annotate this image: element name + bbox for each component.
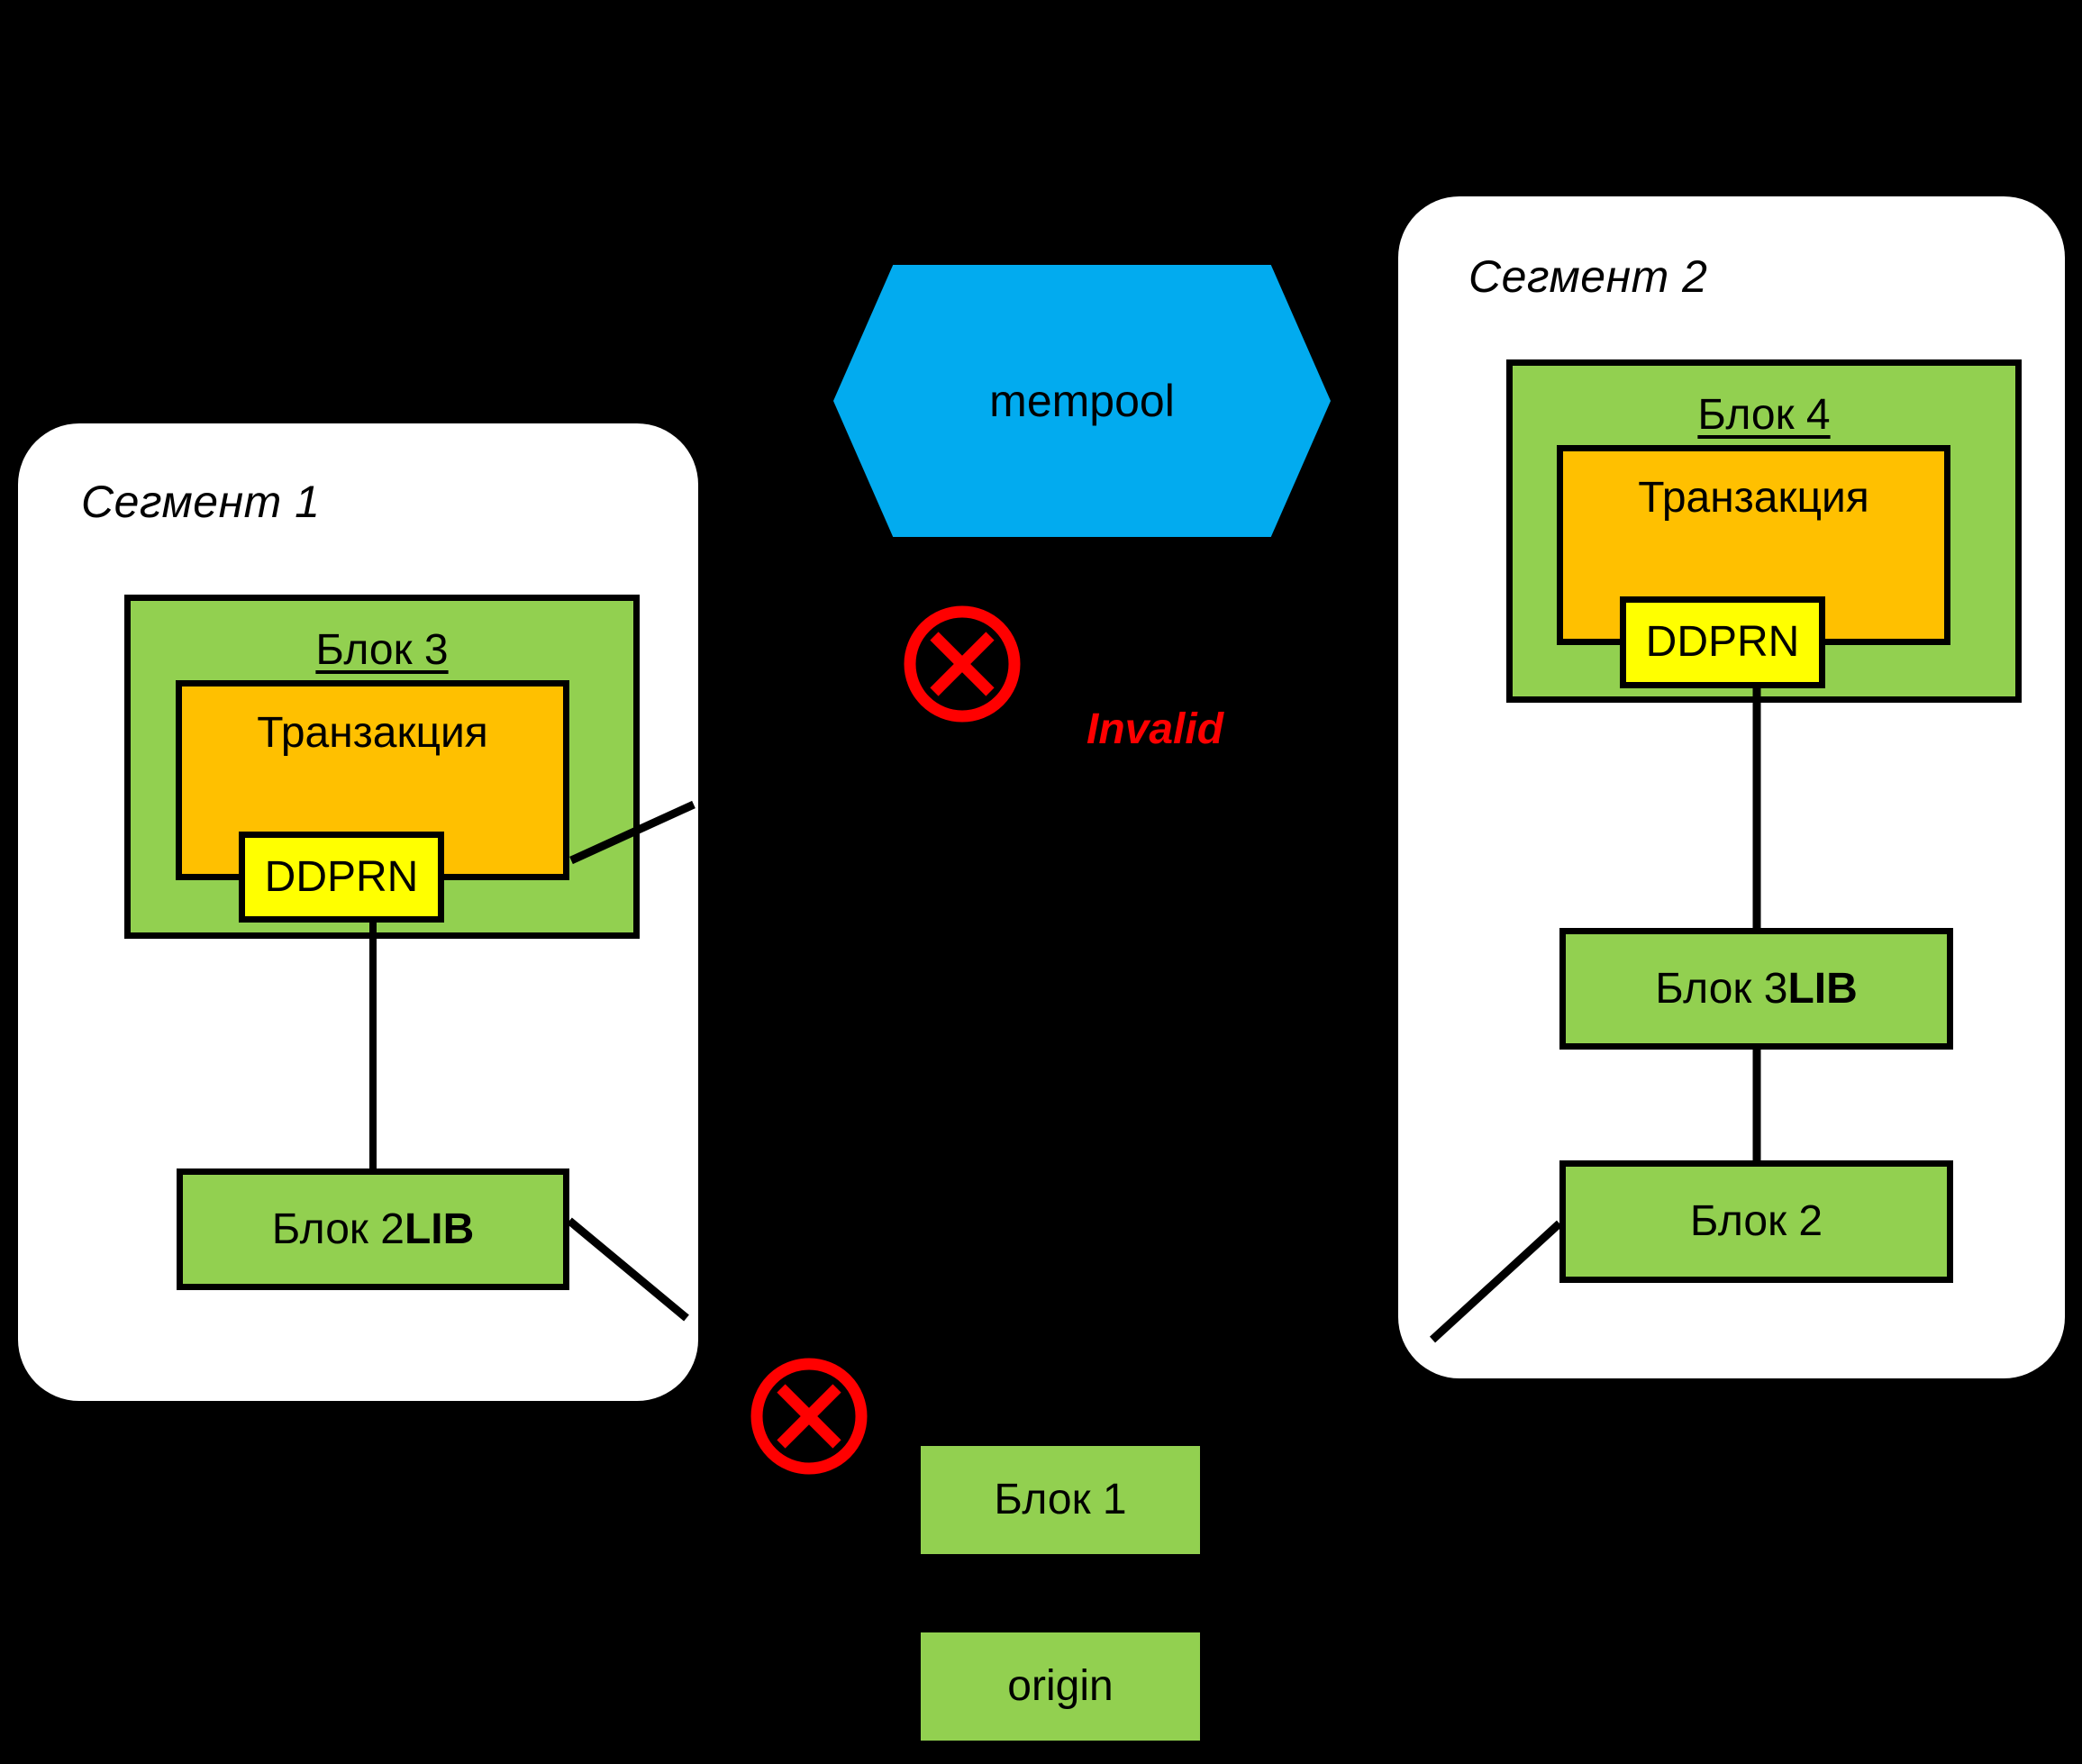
- segment-2-transaction-label: Транзакция: [1638, 474, 1869, 522]
- shared-block-1-label: Блок 1: [994, 1476, 1127, 1524]
- segment-1-label: Сегмент 1: [81, 477, 321, 527]
- segment-1-transaction-label: Транзакция: [257, 709, 488, 757]
- mempool-node[interactable]: mempool: [833, 265, 1331, 537]
- segment-2-ddprn[interactable]: DDPRN: [1620, 596, 1825, 688]
- shared-block-origin-label: origin: [1007, 1662, 1114, 1711]
- shared-block-1[interactable]: Блок 1: [921, 1446, 1200, 1554]
- segment-1-block-3-title: Блок 3: [315, 626, 449, 674]
- segment-2-block-2-label: Блок 2: [1689, 1197, 1823, 1246]
- segment-1-block-2-lib-suffix: LIB: [404, 1205, 475, 1253]
- segment-1-block-2-lib-label: Блок 2: [271, 1205, 405, 1253]
- segment-1-ddprn-label: DDPRN: [264, 852, 419, 901]
- invalid-label: Invalid: [1086, 705, 1224, 753]
- segment-2-label: Сегмент 2: [1468, 251, 1708, 302]
- mempool-label: mempool: [989, 376, 1175, 426]
- segment-1-ddprn[interactable]: DDPRN: [239, 832, 444, 923]
- circle-x-icon-bottom: [750, 1358, 868, 1475]
- segment-2-block-4-title: Блок 4: [1697, 391, 1831, 439]
- segment-2-block-2[interactable]: Блок 2: [1559, 1160, 1953, 1283]
- segment-2-block-3-lib-label: Блок 3: [1655, 964, 1788, 1013]
- segment-2-ddprn-label: DDPRN: [1645, 618, 1800, 667]
- circle-x-icon-top: [904, 605, 1021, 723]
- shared-block-origin[interactable]: origin: [921, 1632, 1200, 1741]
- segment-2-block-3-lib[interactable]: Блок 3 LIB: [1559, 928, 1953, 1050]
- segment-1-block-2-lib[interactable]: Блок 2 LIB: [177, 1168, 569, 1290]
- segment-2-block-3-lib-suffix: LIB: [1787, 964, 1858, 1013]
